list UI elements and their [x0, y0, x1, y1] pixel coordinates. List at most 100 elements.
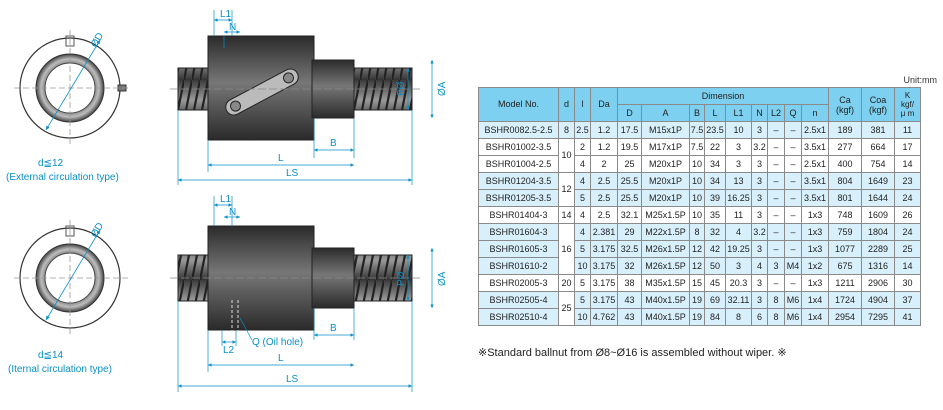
cell-n: 2.5x1 — [801, 155, 829, 173]
cell-l: 2 — [574, 138, 591, 156]
cell-coa: 1644 — [861, 189, 895, 207]
cell-a: M40x1.5P — [641, 308, 690, 326]
spec-table: Model No. d l Da Dimension Ca (kgf) Coa … — [478, 87, 921, 326]
cell-b: 10 — [689, 155, 705, 173]
cell-a: M20x1P — [641, 172, 690, 190]
cell-q: – — [784, 155, 802, 173]
cell-da: 2 — [590, 155, 618, 173]
cell-l2: – — [767, 155, 785, 173]
cell-ca: 1724 — [828, 291, 862, 309]
cell-d: 16 — [558, 223, 575, 275]
cell-a: M35x1.5P — [641, 274, 690, 292]
header-model: Model No. — [478, 87, 559, 122]
cell-d: 32.1 — [617, 206, 642, 224]
cell-d: 32 — [617, 257, 642, 275]
cell-coa: 2289 — [861, 240, 895, 258]
cell-n: 3.5x1 — [801, 189, 829, 207]
cell-k: 37 — [894, 291, 921, 309]
cell-q: – — [784, 172, 802, 190]
cell-model: BSHR01004-2.5 — [478, 155, 559, 173]
header-ca: Ca (kgf) — [828, 87, 862, 122]
cell-da: 2.381 — [590, 223, 618, 241]
dim-l1-top: L1 — [220, 9, 232, 20]
cell-n: 6 — [751, 308, 768, 326]
cell-l: 10 — [574, 308, 591, 326]
cell-coa: 4904 — [861, 291, 895, 309]
cell-b: 12 — [689, 257, 705, 275]
unit-label: Unit:mm — [903, 75, 938, 85]
cell-l2: 3 — [767, 257, 785, 275]
caption-external-2: (External circulation type) — [6, 172, 119, 183]
cell-b: 10 — [689, 189, 705, 207]
cell-a: M20x1P — [641, 155, 690, 173]
cell-k: 24 — [894, 223, 921, 241]
cell-l2: – — [767, 274, 785, 292]
cell-l1: 32.11 — [725, 291, 752, 309]
side-view-internal: L1 N PØ ØA L2 Q (Oil hole) B L LS — [170, 194, 448, 392]
cell-d: 38 — [617, 274, 642, 292]
cell-d: 43 — [617, 308, 642, 326]
header-l: l — [574, 87, 591, 122]
cell-da: 3.175 — [590, 274, 618, 292]
cell-k: 14 — [894, 155, 921, 173]
cell-l: 2.5 — [574, 121, 591, 139]
cell-n: 3.5x1 — [801, 138, 829, 156]
cell-coa: 1609 — [861, 206, 895, 224]
cell-q: – — [784, 223, 802, 241]
dim-n-top: N — [229, 22, 236, 33]
header-sub-l: L — [704, 104, 726, 122]
cell-b: 12 — [689, 240, 705, 258]
cell-model: BSHR01002-3.5 — [478, 138, 559, 156]
cell-b: 10 — [689, 206, 705, 224]
cell-l: 34 — [704, 155, 726, 173]
cell-da: 3.175 — [590, 240, 618, 258]
footnote: ※Standard ballnut from Ø8~Ø16 is assembl… — [478, 347, 787, 359]
cell-ca: 675 — [828, 257, 862, 275]
cell-n: 3 — [751, 291, 768, 309]
cell-ca: 1077 — [828, 240, 862, 258]
cell-l: 34 — [704, 172, 726, 190]
cell-ca: 400 — [828, 155, 862, 173]
cell-l2: – — [767, 189, 785, 207]
cell-n: 1x3 — [801, 206, 829, 224]
cell-l2: – — [767, 223, 785, 241]
header-sub-n: n — [801, 104, 829, 122]
cell-k: 23 — [894, 172, 921, 190]
cell-coa: 1804 — [861, 223, 895, 241]
cell-model: BSHR01610-2 — [478, 257, 559, 275]
cell-q: M4 — [784, 257, 802, 275]
cell-b: 15 — [689, 274, 705, 292]
cell-coa: 1316 — [861, 257, 895, 275]
cell-d: 25.5 — [617, 189, 642, 207]
cell-model: BSHR02505-4 — [478, 291, 559, 309]
cell-l: 10 — [574, 257, 591, 275]
cell-ca: 801 — [828, 189, 862, 207]
cell-q: – — [784, 121, 802, 139]
cell-ca: 277 — [828, 138, 862, 156]
cell-l1: 16.25 — [725, 189, 752, 207]
dim-p-bottom: PØ — [396, 271, 407, 286]
cell-q: – — [784, 189, 802, 207]
cell-n: 3 — [751, 206, 768, 224]
cell-q: M6 — [784, 291, 802, 309]
cell-n: 1x4 — [801, 308, 829, 326]
header-sub-q: Q — [784, 104, 802, 122]
cell-b: 10 — [689, 172, 705, 190]
cell-l: 4 — [574, 223, 591, 241]
dim-ls-bottom: LS — [286, 374, 299, 385]
cell-coa: 1649 — [861, 172, 895, 190]
cell-da: 1.2 — [590, 138, 618, 156]
cell-l: 5 — [574, 291, 591, 309]
cell-l1: 3 — [725, 155, 752, 173]
cell-da: 2.5 — [590, 189, 618, 207]
cell-n: 3 — [751, 172, 768, 190]
cell-l2: – — [767, 121, 785, 139]
